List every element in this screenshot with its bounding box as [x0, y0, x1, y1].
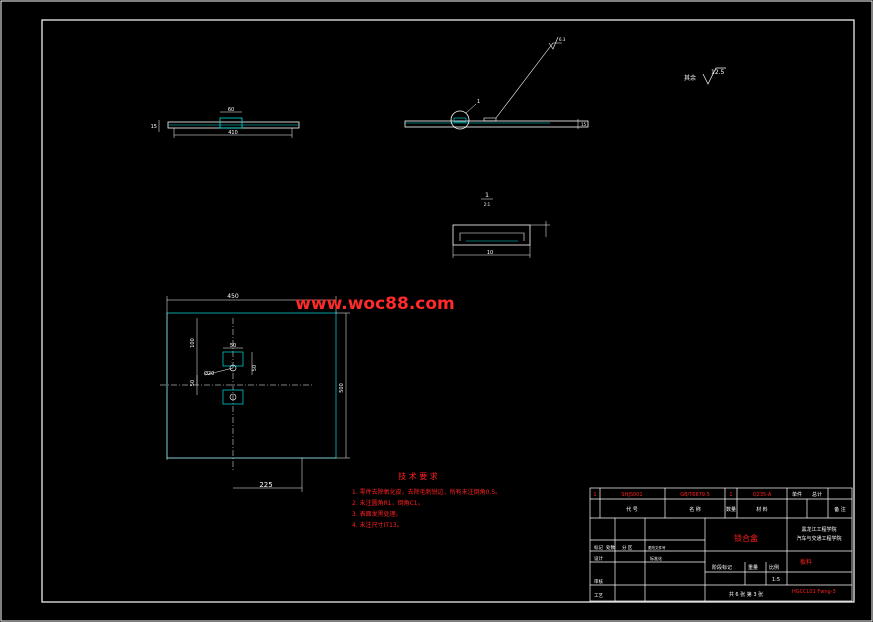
front-view-plate	[404, 120, 589, 128]
tech-req-item-3: 3. 表面发黑处理。	[352, 510, 402, 518]
front-view-callout-leader	[465, 103, 477, 114]
tb-row1-mat: Q235-A	[753, 492, 772, 498]
plan-lower-block	[222, 389, 244, 405]
tech-req-item-4: 4. 未注尺寸IT13。	[352, 521, 403, 529]
tb-label-design: 设计	[594, 555, 603, 562]
tb-scale-value: 1:5	[772, 577, 780, 583]
tb-label-std: 标准化	[650, 555, 662, 561]
tech-req-item-2: 2. 未注圆角R1，倒角C1。	[352, 499, 424, 507]
plan-lower-hole	[229, 393, 237, 401]
tb-label-count: 处数	[606, 544, 615, 551]
top-view-dim-thk-text: 15	[151, 124, 157, 130]
tb-h-qty: 数量	[726, 506, 736, 513]
front-view-callout: 1	[477, 99, 480, 105]
tb-label-zone: 分 区	[622, 544, 633, 551]
roughness-note: 其余 12.5	[684, 67, 726, 85]
roughness-note-value: 12.5	[711, 69, 725, 76]
tb-school-1: 黑龙江工程学院	[801, 526, 836, 533]
tb-row1-std: GB/T6879.5	[680, 492, 710, 498]
plan-upper-block	[222, 351, 244, 367]
plan-dim-width-text: 450	[227, 293, 239, 300]
tb-material-mark: 板料	[800, 558, 812, 566]
section-id: 1	[485, 192, 489, 199]
tb-label-change: 更改文件号	[648, 545, 666, 550]
front-view-dim-text: 15	[581, 122, 587, 127]
tech-requirements: 技 术 要 求 1. 零件去除氧化皮，去除毛刺锐边，所有未注倒角0.5。 2. …	[352, 471, 501, 529]
plan-dim-v2-text: 50	[190, 380, 196, 386]
plan-dim-v1-text: 100	[190, 338, 196, 348]
tb-label-process: 工艺	[594, 593, 603, 599]
front-view-leader	[495, 42, 562, 119]
tb-label-weight: 重量	[748, 564, 758, 571]
top-view: 60 410 15	[151, 107, 300, 138]
inner-border	[41, 19, 855, 603]
tb-label-mark: 标记	[594, 544, 603, 551]
title-block-frame	[589, 487, 853, 602]
section-detail: 1 2:1 10	[452, 192, 550, 258]
plan-dia-text: Ø20	[204, 370, 214, 377]
plan-dim-offset-text: 225	[259, 481, 272, 489]
section-body	[452, 224, 531, 246]
plan-dim-height-text: 500	[339, 383, 345, 393]
tb-label-scale: 比例	[769, 564, 779, 571]
plan-dia-leader	[204, 367, 234, 376]
tb-h-total: 总计	[812, 491, 822, 498]
front-view-detail-circle	[450, 110, 470, 130]
section-groove	[459, 232, 525, 241]
plan-upper-hole	[229, 364, 237, 372]
top-view-dim-slot-text: 60	[228, 107, 234, 113]
front-view-slot	[483, 117, 497, 122]
title-block-text: 1 SHJS001 GB/T6879.5 1 Q235-A 代 号 名 称 数量…	[593, 491, 845, 599]
tb-h-name: 名 称	[689, 506, 701, 513]
top-view-dim-width-text: 410	[228, 130, 238, 136]
section-scale: 2:1	[484, 202, 491, 207]
tech-req-title: 技 术 要 求	[398, 471, 438, 481]
tb-sheets: 共 6 张 第 3 张	[729, 591, 763, 598]
tb-row1-code: SHJS001	[621, 492, 642, 498]
section-dim-len-text: 10	[487, 250, 493, 256]
front-view-roughness-symbol	[548, 36, 559, 50]
tb-h-code: 代 号	[626, 506, 638, 513]
tech-req-item-1: 1. 零件去除氧化皮，去除毛刺锐边，所有未注倒角0.5。	[352, 488, 501, 496]
plan-dim-v3-text: 50	[252, 365, 258, 371]
tb-part-name: 锁合盒	[734, 533, 758, 543]
front-view: 1 6.3 15	[404, 36, 589, 130]
tb-label-review: 审核	[594, 578, 603, 585]
tb-row1-qty: 1	[729, 492, 732, 498]
tb-h-mat: 材 料	[756, 506, 768, 513]
tb-label-stage: 阶段标记	[712, 564, 732, 571]
tb-drawing-no: HGCCL01 Fwng-3	[792, 589, 836, 595]
tb-h-note: 备 注	[834, 506, 846, 513]
tb-h-unit-weight: 单件	[792, 491, 802, 498]
watermark: www.woc88.com	[295, 294, 455, 314]
front-view-hole	[453, 117, 467, 123]
plan-dim-h1-text: 50	[230, 343, 236, 349]
roughness-note-label: 其余	[684, 74, 696, 82]
plan-view: 450 500 Ø20 100 50 50 50 225	[160, 293, 350, 492]
tb-row1-no: 1	[593, 492, 596, 498]
front-view-roughness-value: 6.3	[559, 37, 566, 42]
roughness-note-symbol	[702, 67, 726, 85]
tb-school-2: 汽车与交通工程学院	[796, 535, 841, 542]
title-block	[589, 487, 853, 602]
top-view-block	[219, 117, 243, 129]
